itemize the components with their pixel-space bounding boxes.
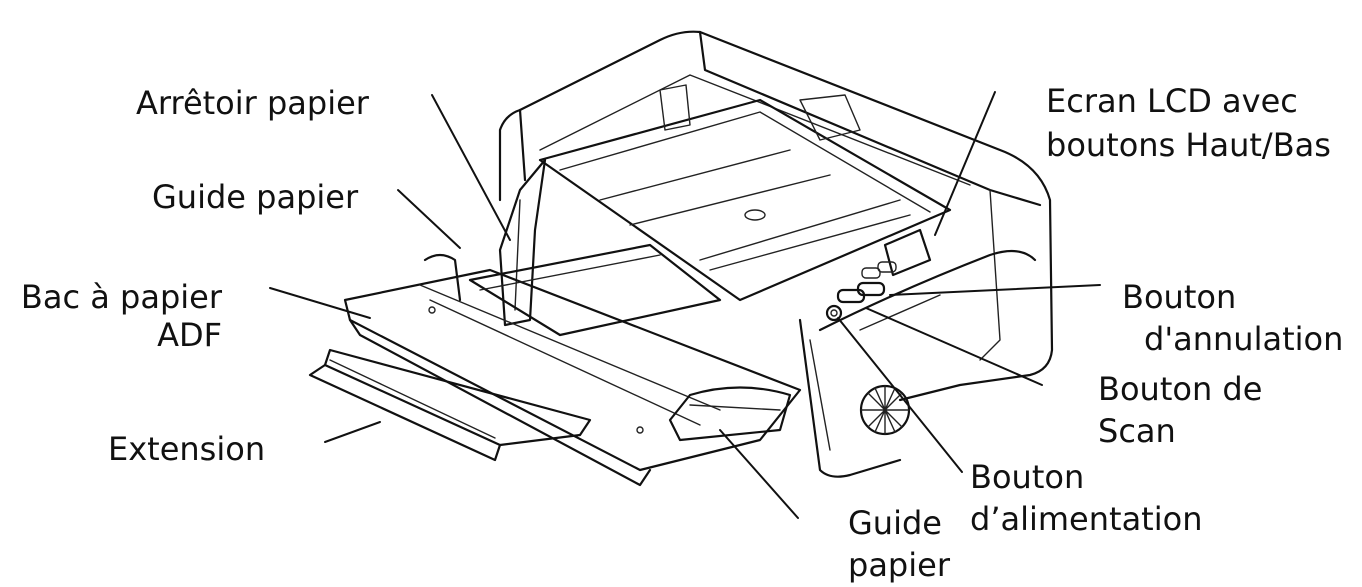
label-scan-line1: Bouton de — [1098, 370, 1262, 408]
label-paper-stopper: Arrêtoir papier — [136, 84, 369, 122]
leader-adf-tray — [270, 288, 370, 318]
adf-tray — [345, 245, 800, 485]
label-cancel-line2: d'annulation — [1144, 320, 1343, 358]
label-lcd-line2: boutons Haut/Bas — [1046, 126, 1331, 164]
label-power-line2: d’alimentation — [970, 500, 1202, 538]
extension-tray — [310, 350, 590, 460]
label-paper-guide-bottom: Guide papier — [848, 504, 950, 584]
label-guide-bottom-line1: Guide — [848, 504, 950, 542]
label-adf-tray-line1: Bac à papier — [10, 278, 222, 316]
leader-extension — [325, 422, 380, 442]
label-cancel-line1: Bouton — [1122, 278, 1343, 316]
label-scan-line2: Scan — [1098, 412, 1262, 450]
leader-guide-top — [398, 190, 460, 248]
vent-grille — [861, 386, 909, 434]
leader-lcd — [935, 92, 995, 235]
label-extension: Extension — [108, 430, 265, 468]
leader-scan — [866, 308, 1042, 385]
label-power-button: Bouton d’alimentation — [970, 458, 1202, 538]
label-adf-tray: Bac à papier ADF — [10, 278, 222, 354]
label-guide-bottom-line2: papier — [848, 546, 950, 584]
label-paper-guide-top: Guide papier — [152, 178, 358, 216]
label-power-line1: Bouton — [970, 458, 1202, 496]
leader-lines — [270, 92, 1100, 518]
label-scan-button: Bouton de Scan — [1098, 370, 1262, 450]
label-cancel-button: Bouton d'annulation — [1122, 278, 1343, 358]
label-lcd-line1: Ecran LCD avec — [1046, 82, 1331, 120]
lower-paper-guide — [670, 388, 790, 441]
leader-stopper — [432, 95, 510, 240]
leader-cancel — [890, 285, 1100, 295]
label-lcd: Ecran LCD avec boutons Haut/Bas — [1046, 82, 1331, 164]
label-adf-tray-line2: ADF — [10, 316, 222, 354]
top-tray — [540, 85, 950, 300]
leader-guide-bottom — [720, 430, 798, 518]
paper-stopper — [500, 160, 545, 325]
